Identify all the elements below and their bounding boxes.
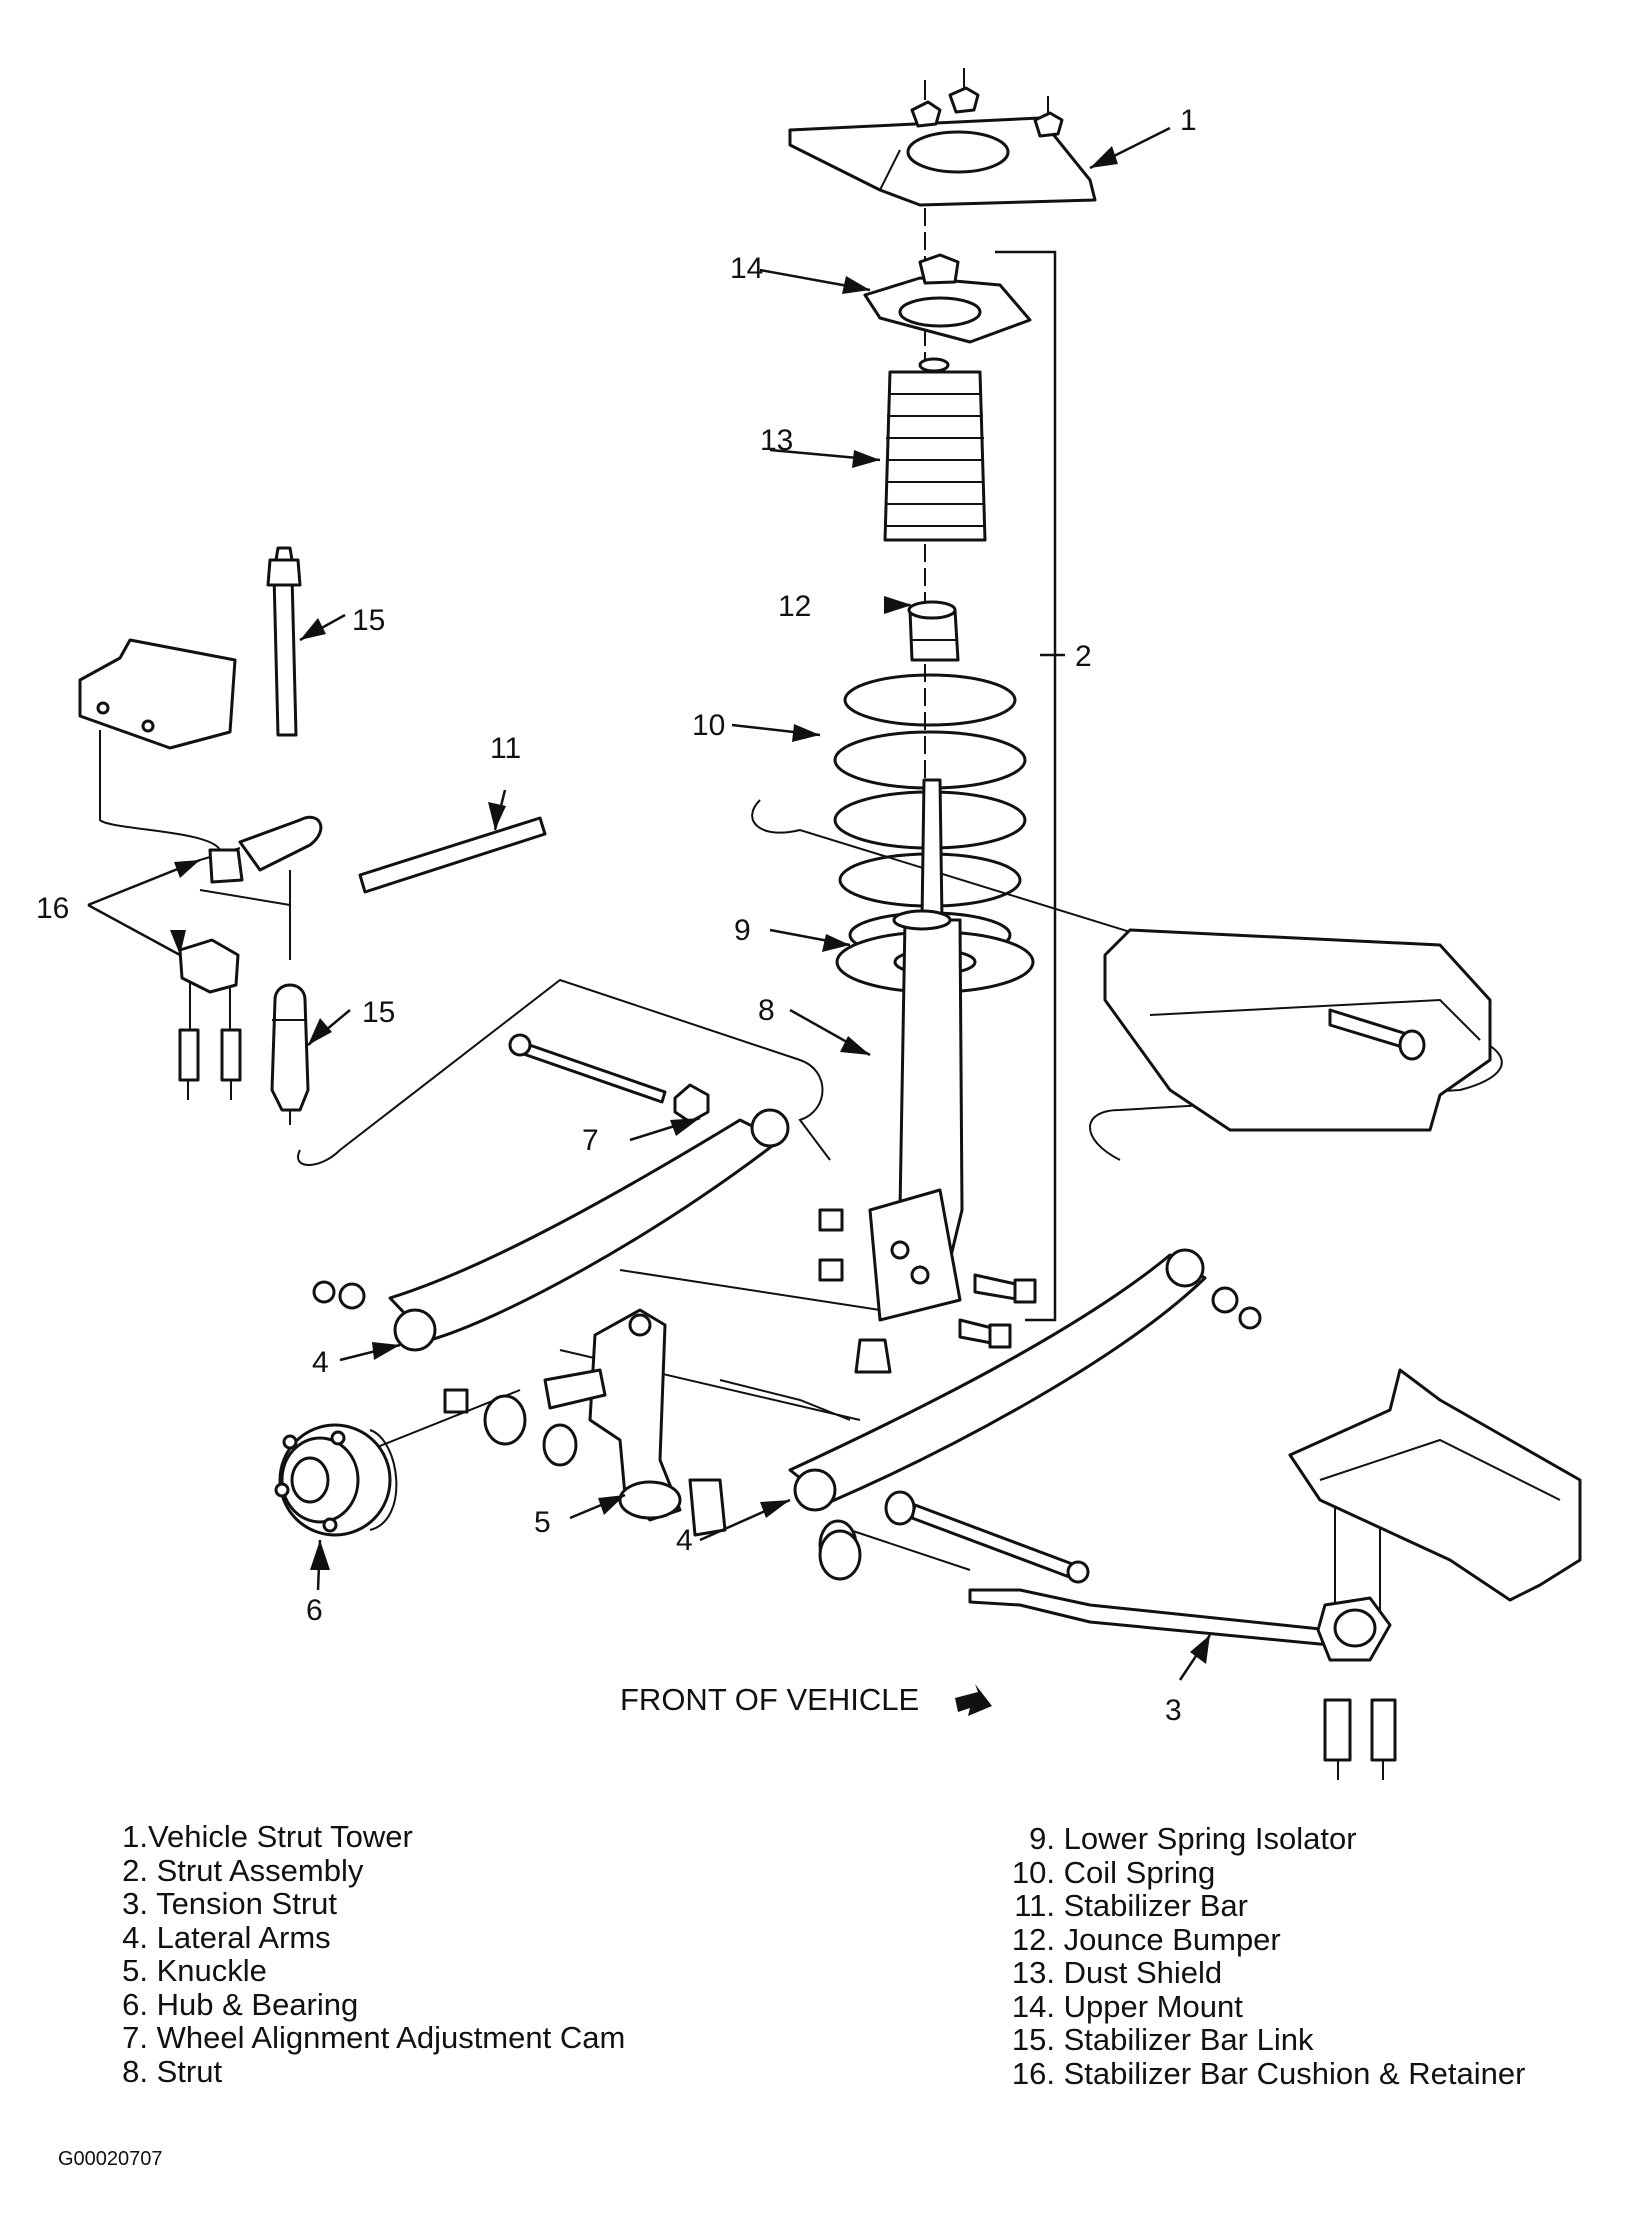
legend-item: 12. Jounce Bumper	[1011, 1921, 1281, 1957]
callout-6: 6	[306, 1594, 323, 1627]
upper-mount	[863, 253, 1032, 373]
rear-body-pan	[1103, 928, 1492, 1132]
front-arrow-icon	[955, 1684, 992, 1716]
legend-item: 3. Tension Strut	[122, 1886, 337, 1921]
legend-item: 7. Wheel Alignment Adjustment Cam	[122, 2020, 626, 2055]
stabilizer-bar	[199, 815, 547, 906]
callout-1: 1	[1180, 104, 1197, 137]
legend-item: 16. Stabilizer Bar Cushion & Retainer	[1011, 2055, 1526, 2091]
tension-strut	[818, 1529, 1397, 1780]
wheel-alignment-adjustment-cam	[508, 1033, 710, 1124]
callout-15-upper: 15	[352, 604, 385, 637]
callout-4-rear: 4	[312, 1346, 329, 1379]
legend-left-column: 1.Vehicle Strut Tower 2. Strut Assembly …	[110, 1820, 625, 2088]
vehicle-strut-tower	[788, 68, 1097, 207]
strut-bolts	[818, 1208, 1037, 1374]
callout-arrowheads	[170, 146, 1210, 1664]
lateral-arm-rear	[312, 1108, 790, 1352]
legend-item: 5. Knuckle	[122, 1953, 267, 1988]
legend-item: 6. Hub & Bearing	[122, 1986, 359, 2022]
lateral-arm-front	[788, 1248, 1262, 1512]
strut-assembly-bracket	[995, 250, 1057, 1322]
legend-item: 4. Lateral Arms	[122, 1919, 331, 1955]
jounce-bumper	[907, 600, 960, 662]
hub-and-bearing	[274, 1423, 398, 1537]
front-body-pan	[1288, 1368, 1582, 1602]
strut	[868, 778, 964, 1322]
callout-4-front: 4	[676, 1524, 693, 1557]
callout-16: 16	[36, 892, 69, 925]
legend-item: 14. Upper Mount	[1011, 1988, 1243, 2024]
legend-item: 1.Vehicle Strut Tower	[122, 1819, 413, 1854]
legend-item: 9. Lower Spring Isolator	[1029, 1821, 1357, 1856]
knuckle	[543, 1308, 682, 1522]
dust-shield	[883, 370, 987, 542]
legend-item: 15. Stabilizer Bar Link	[1011, 2022, 1314, 2057]
callout-9: 9	[734, 914, 751, 947]
stabilizer-bar-cushion-retainer	[78, 638, 244, 1100]
stabilizer-bar-link-lower	[270, 983, 310, 1112]
callout-14: 14	[730, 252, 763, 285]
figure-id: G00020707	[58, 2148, 163, 2170]
assembly-guide-lines	[99, 160, 1503, 1620]
legend-item: 13. Dust Shield	[1011, 1955, 1223, 1990]
callout-8: 8	[758, 994, 775, 1027]
callout-11: 11	[490, 732, 521, 765]
stabilizer-bar-link-upper	[266, 546, 302, 737]
suspension-exploded-diagram: FRONT OF VEHICLE	[36, 68, 1582, 1780]
front-of-vehicle-label: FRONT OF VEHICLE	[620, 1682, 919, 1717]
callout-7: 7	[582, 1124, 599, 1157]
knuckle-bushings	[443, 1388, 1090, 1584]
legend-item: 8. Strut	[122, 2053, 223, 2089]
callout-15-lower: 15	[362, 996, 395, 1029]
callout-12: 12	[778, 590, 811, 623]
callout-numbers: 1 2 3 4 4 5 6 7 8 9 10 11 12 13 14 15 15…	[36, 104, 1197, 1727]
callout-3: 3	[1165, 1694, 1182, 1727]
legend-right-column: 9. Lower Spring Isolator 10. Coil Spring…	[1000, 1821, 1526, 2091]
callout-5: 5	[534, 1506, 551, 1539]
callout-13: 13	[760, 424, 793, 457]
legend-item: 2. Strut Assembly	[122, 1852, 364, 1888]
callout-10: 10	[692, 709, 725, 742]
callout-2: 2	[1075, 640, 1092, 673]
legend-item: 11. Stabilizer Bar	[1014, 1888, 1248, 1923]
legend-item: 10. Coil Spring	[1011, 1854, 1216, 1890]
